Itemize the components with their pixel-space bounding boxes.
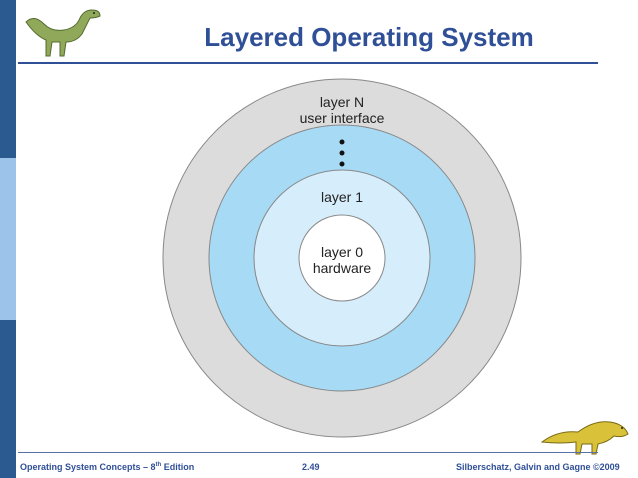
core-layer-0 — [298, 214, 386, 302]
ellipsis-dot — [339, 150, 345, 156]
title-divider — [18, 62, 598, 64]
left-accent-bar — [0, 0, 16, 478]
user-interface-label: user interface — [300, 110, 385, 126]
dinosaur-footer-icon — [540, 421, 629, 455]
footer-divider — [18, 452, 598, 453]
hardware-label: hardware — [313, 260, 372, 276]
ellipsis-dot — [339, 161, 345, 167]
left-accent-segment — [0, 158, 16, 320]
layer-0-label: layer 0 — [321, 244, 363, 260]
ellipsis-dot — [339, 139, 345, 145]
footer-copyright: Silberschatz, Galvin and Gagne ©2009 — [456, 462, 620, 472]
footer-book-title: Operating System Concepts – 8th Edition — [20, 462, 195, 472]
dinosaur-logo-icon — [25, 9, 101, 57]
page-number: 2.49 — [302, 462, 320, 472]
slide-title: Layered Operating System — [204, 22, 534, 52]
layer-n-label: layer N — [320, 94, 364, 110]
layer-1-label: layer 1 — [321, 189, 363, 205]
